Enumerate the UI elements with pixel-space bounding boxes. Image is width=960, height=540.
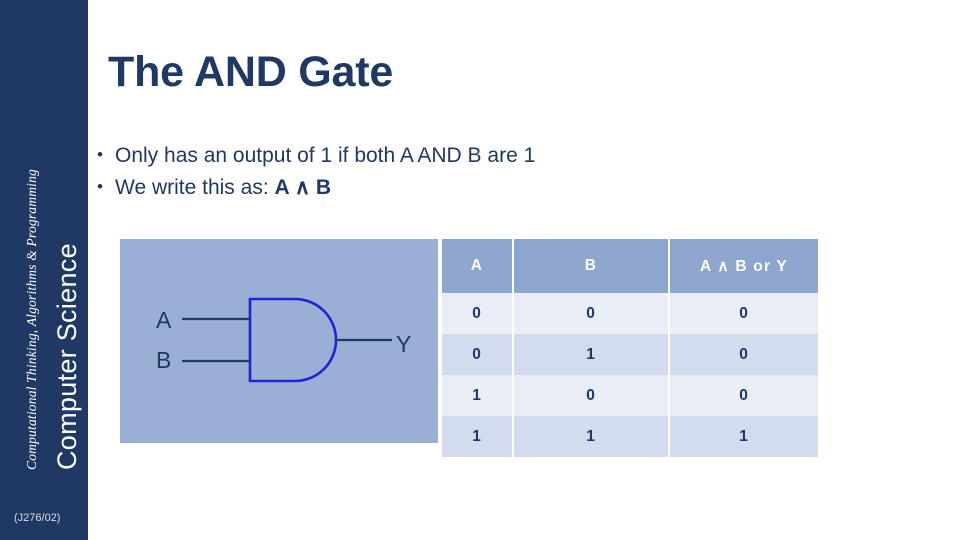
table-row: 0 0 0 — [442, 293, 818, 334]
and-gate-figure: A B Y — [120, 239, 438, 443]
course-subtitle: Computational Thinking, Algorithms & Pro… — [24, 169, 39, 470]
bullet-text: We write this as: A ∧ B — [115, 174, 897, 203]
truth-table: A B A ∧ B or Y 0 0 0 0 1 0 1 0 0 1 — [442, 239, 818, 457]
cell-b: 1 — [513, 334, 670, 375]
cell-output: 1 — [669, 416, 818, 457]
cell-a: 1 — [442, 416, 514, 457]
page-title: The AND Gate — [108, 48, 394, 96]
table-row: 1 0 0 — [442, 375, 818, 416]
table-row: 1 1 1 — [442, 416, 818, 457]
cell-output: 0 — [669, 375, 818, 416]
bullet-marker: • — [97, 176, 103, 196]
cell-a: 0 — [442, 293, 514, 334]
cell-output: 0 — [669, 334, 818, 375]
bullet-text: Only has an output of 1 if both A AND B … — [115, 144, 536, 167]
cell-output: 0 — [669, 293, 818, 334]
column-header-a: A — [442, 239, 514, 293]
cell-b: 0 — [513, 375, 670, 416]
and-gate-icon — [182, 297, 392, 383]
cell-a: 0 — [442, 334, 514, 375]
bullet-text-bold: A ∧ B — [274, 175, 332, 199]
gate-input-b-label: B — [156, 347, 172, 373]
cell-b: 1 — [513, 416, 670, 457]
bullet-list: • Only has an output of 1 if both A AND … — [97, 142, 897, 206]
cell-b: 0 — [513, 293, 670, 334]
list-item: • Only has an output of 1 if both A AND … — [97, 142, 897, 171]
slide-code: (J276/02) — [14, 512, 61, 524]
bullet-text-plain: We write this as: — [115, 175, 275, 199]
column-header-output: A ∧ B or Y — [669, 239, 818, 293]
gate-input-a-label: A — [156, 307, 172, 333]
gate-output-label: Y — [396, 331, 412, 357]
sidebar — [0, 0, 88, 540]
sidebar-text-wrap: Computer Science Computational Thinking,… — [0, 0, 88, 490]
table-header-row: A B A ∧ B or Y — [442, 239, 818, 293]
course-title: Computer Science — [52, 243, 82, 470]
list-item: • We write this as: A ∧ B — [97, 174, 897, 203]
table-row: 0 1 0 — [442, 334, 818, 375]
cell-a: 1 — [442, 375, 514, 416]
bullet-marker: • — [97, 145, 103, 164]
column-header-b: B — [513, 239, 670, 293]
